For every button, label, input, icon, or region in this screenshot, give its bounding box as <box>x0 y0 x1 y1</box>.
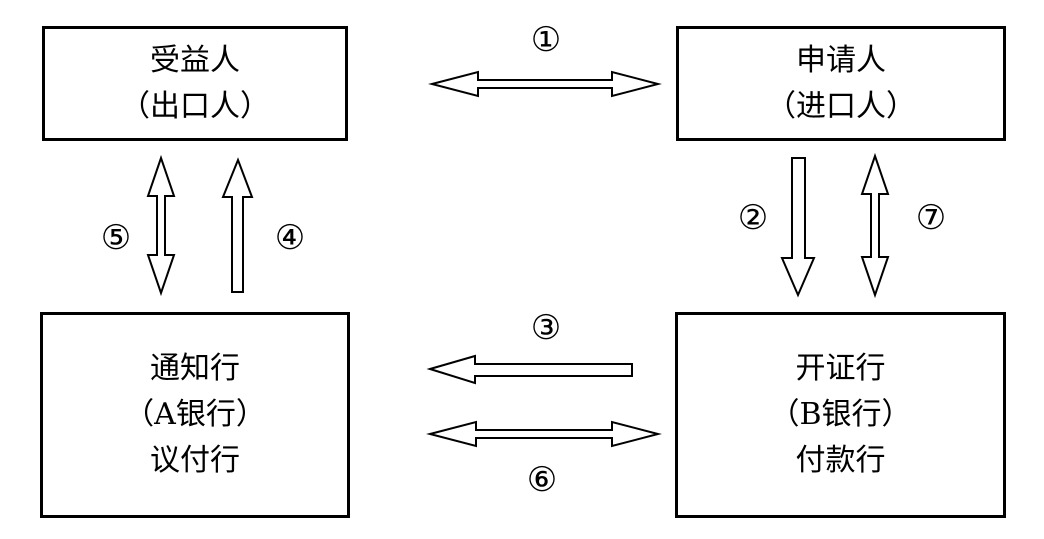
arrow-step-3 <box>426 354 633 385</box>
applicant-subtitle: （进口人） <box>766 88 916 124</box>
step-label-6: ⑥ <box>526 460 558 500</box>
arrow-step-4 <box>221 157 254 293</box>
applicant-title: 申请人 <box>796 42 886 78</box>
issuing-bank-subtitle: （B银行） <box>769 397 912 432</box>
issuing-bank-box: 开证行 （B银行） 付款行 <box>675 312 1006 518</box>
arrow-step-6 <box>426 420 662 448</box>
arrow-step-7 <box>860 152 890 299</box>
advising-bank-role: 议付行 <box>150 443 240 478</box>
arrow-step-5 <box>146 154 176 297</box>
step-label-1: ① <box>530 20 562 60</box>
step-label-3: ③ <box>530 308 562 348</box>
step-label-4: ④ <box>274 218 306 258</box>
advising-bank-box: 通知行 （A银行） 议付行 <box>40 312 350 518</box>
arrow-step-1 <box>428 70 662 98</box>
beneficiary-box: 受益人 （出口人） <box>42 26 348 141</box>
step-label-7: ⑦ <box>915 198 947 238</box>
arrow-step-2 <box>780 157 816 298</box>
step-label-5: ⑤ <box>100 218 132 258</box>
issuing-bank-title: 开证行 <box>795 351 886 386</box>
advising-bank-subtitle: （A银行） <box>124 397 266 432</box>
beneficiary-subtitle: （出口人） <box>120 88 270 124</box>
applicant-box: 申请人 （进口人） <box>676 26 1006 141</box>
advising-bank-title: 通知行 <box>150 351 240 386</box>
beneficiary-title: 受益人 <box>150 42 240 78</box>
step-label-2: ② <box>737 198 769 238</box>
issuing-bank-role: 付款行 <box>795 443 886 478</box>
